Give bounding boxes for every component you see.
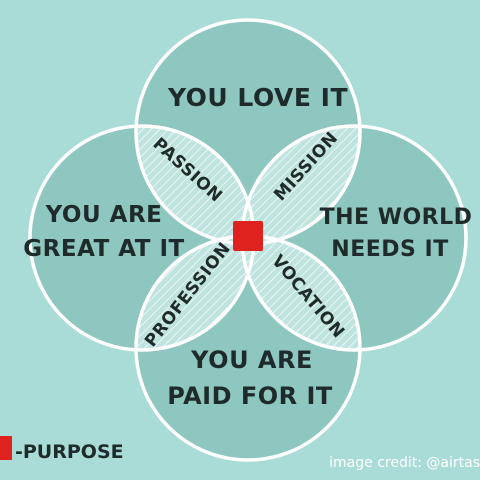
label-right-line1: THE WORLD bbox=[320, 205, 473, 230]
label-right-line2: NEEDS IT bbox=[331, 237, 448, 262]
label-top: YOU LOVE IT bbox=[167, 83, 348, 112]
label-left-line1: YOU ARE bbox=[45, 202, 163, 228]
label-bottom-line2: PAID FOR IT bbox=[167, 382, 333, 410]
label-bottom-line1: YOU ARE bbox=[190, 346, 313, 374]
legend-square-icon bbox=[0, 436, 12, 460]
image-credit: image credit: @airtas bbox=[329, 455, 480, 471]
legend-text: -PURPOSE bbox=[15, 441, 124, 463]
label-left-line2: GREAT AT IT bbox=[23, 236, 184, 262]
purpose-square-icon bbox=[233, 221, 263, 251]
